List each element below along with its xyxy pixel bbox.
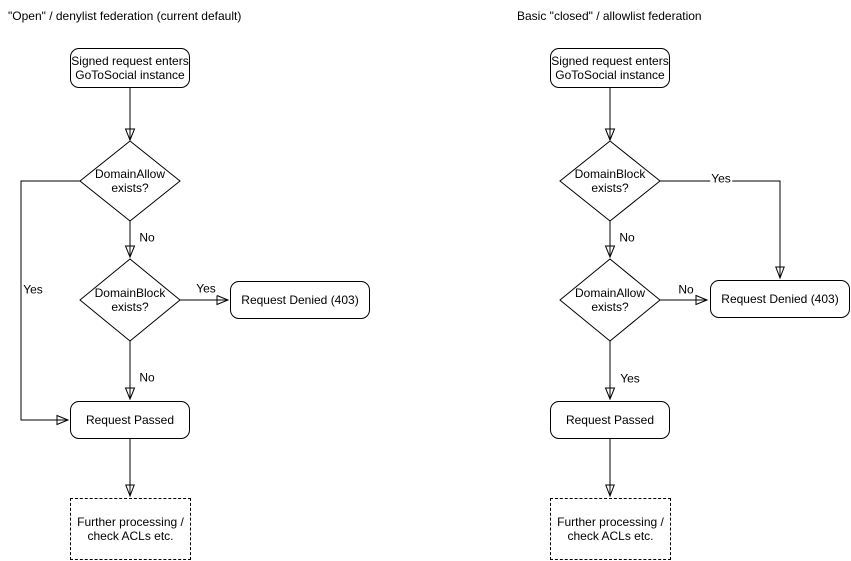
left-start-node: Signed request enters GoToSocial instanc…	[70, 48, 190, 88]
right-edge-decision1-yes-to-denied	[660, 180, 785, 280]
left-decision1-no-label: No	[138, 230, 156, 245]
left-passed-node: Request Passed	[70, 401, 190, 439]
left-decision1-diamond	[79, 140, 181, 222]
left-decision2-yes-label: Yes	[195, 281, 217, 296]
left-decision1-yes-label: Yes	[22, 282, 44, 297]
left-denied-node: Request Denied (403)	[230, 281, 370, 319]
right-denied-node: Request Denied (403)	[710, 280, 850, 318]
left-decision2-diamond	[79, 258, 181, 342]
right-start-node: Signed request enters GoToSocial instanc…	[550, 48, 670, 88]
right-decision1-label: DomainBlock exists?	[574, 167, 646, 195]
right-decision1-no-label: No	[618, 230, 636, 245]
left-chart-title: "Open" / denylist federation (current de…	[8, 9, 242, 23]
right-passed-node: Request Passed	[550, 401, 670, 439]
left-decision1-label: DomainAllow exists?	[94, 167, 166, 195]
left-decision2-no-label: No	[138, 370, 156, 385]
right-decision1-diamond	[559, 140, 661, 222]
left-edge-decision1-yes-loop	[20, 180, 80, 426]
right-decision2-label: DomainAllow exists?	[574, 286, 646, 314]
right-decision2-diamond	[559, 258, 661, 342]
left-further-node: Further processing / check ACLs etc.	[70, 498, 191, 560]
left-decision2-label: DomainBlock exists?	[94, 286, 166, 314]
right-chart-title: Basic "closed" / allowlist federation	[517, 9, 702, 23]
right-decision2-yes-label: Yes	[619, 371, 641, 386]
right-further-node: Further processing / check ACLs etc.	[550, 498, 671, 560]
right-decision1-yes-label: Yes	[710, 171, 732, 186]
right-decision2-no-label: No	[677, 282, 695, 297]
